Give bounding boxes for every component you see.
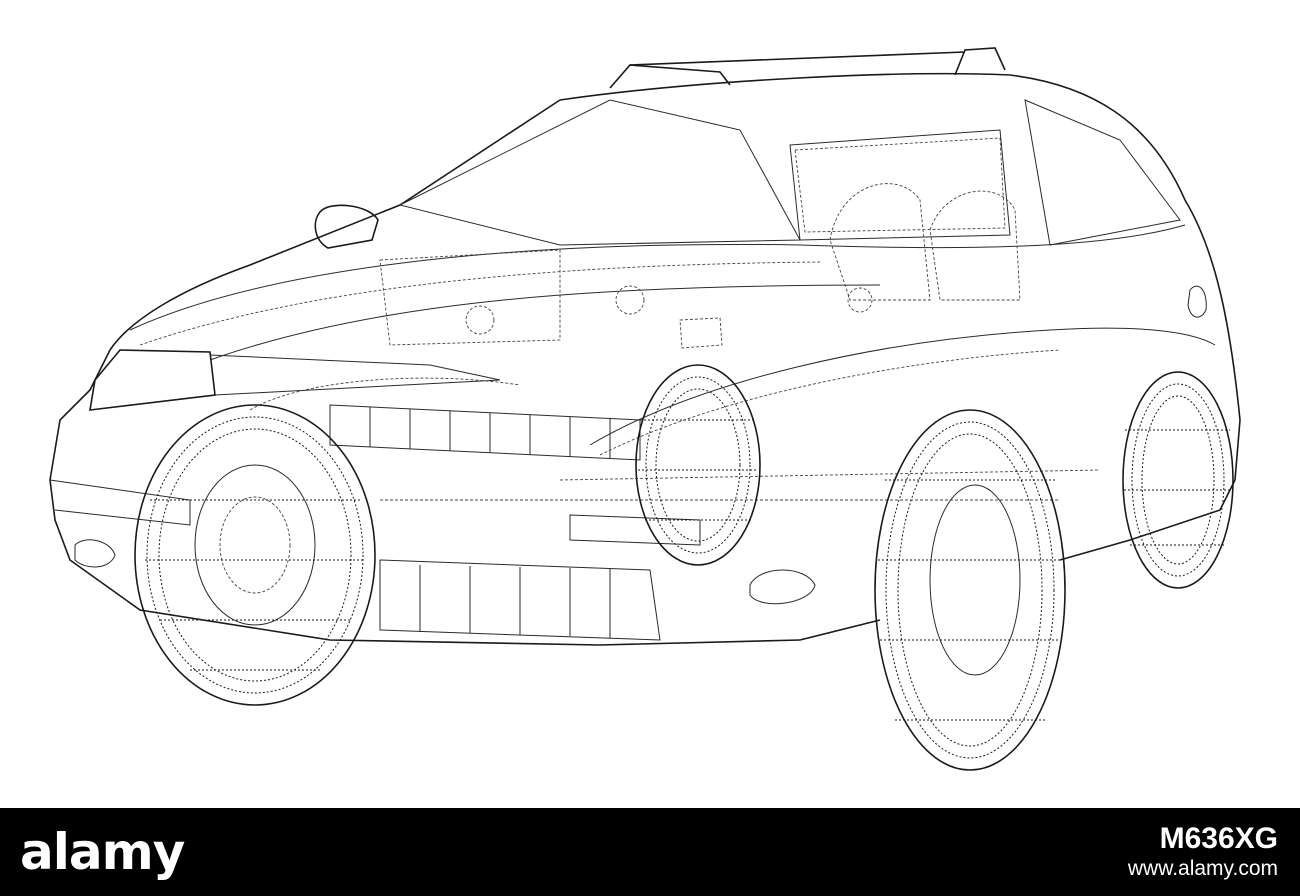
rear-side-window [1024, 99, 1181, 246]
grille [329, 404, 641, 461]
fog-light-left [74, 539, 116, 568]
alamy-logo: alamy [20, 823, 185, 881]
car-wireframe-svg [49, 47, 1241, 771]
tail-light [1187, 285, 1207, 318]
image-id: M636XG [1159, 822, 1278, 855]
wheel-rear-left [635, 364, 761, 566]
roof-rail-rear [954, 47, 1006, 76]
rocker-panel [1059, 479, 1236, 561]
wheel-front-right [874, 409, 1066, 771]
roof-rail-front [609, 64, 731, 89]
wheel-rear-right [1122, 371, 1234, 589]
fog-light-right [749, 569, 816, 605]
windshield-hood-line [109, 99, 561, 351]
front-bumper-outline [49, 349, 801, 646]
wheel-front-left [134, 404, 376, 706]
side-mirror [314, 204, 379, 249]
roof-outline [559, 72, 1241, 481]
site-url: www.alamy.com [1127, 857, 1278, 880]
car-wireframe-drawing [49, 47, 1241, 771]
headlight [89, 349, 216, 411]
watermark-bar: alamy M636XG www.alamy.com [0, 808, 1300, 896]
windshield [398, 99, 801, 246]
image-info: M636XG www.alamy.com [1128, 822, 1278, 882]
bumper-strip [49, 479, 191, 526]
lower-intake [379, 559, 661, 641]
front-side-window [789, 129, 1011, 241]
